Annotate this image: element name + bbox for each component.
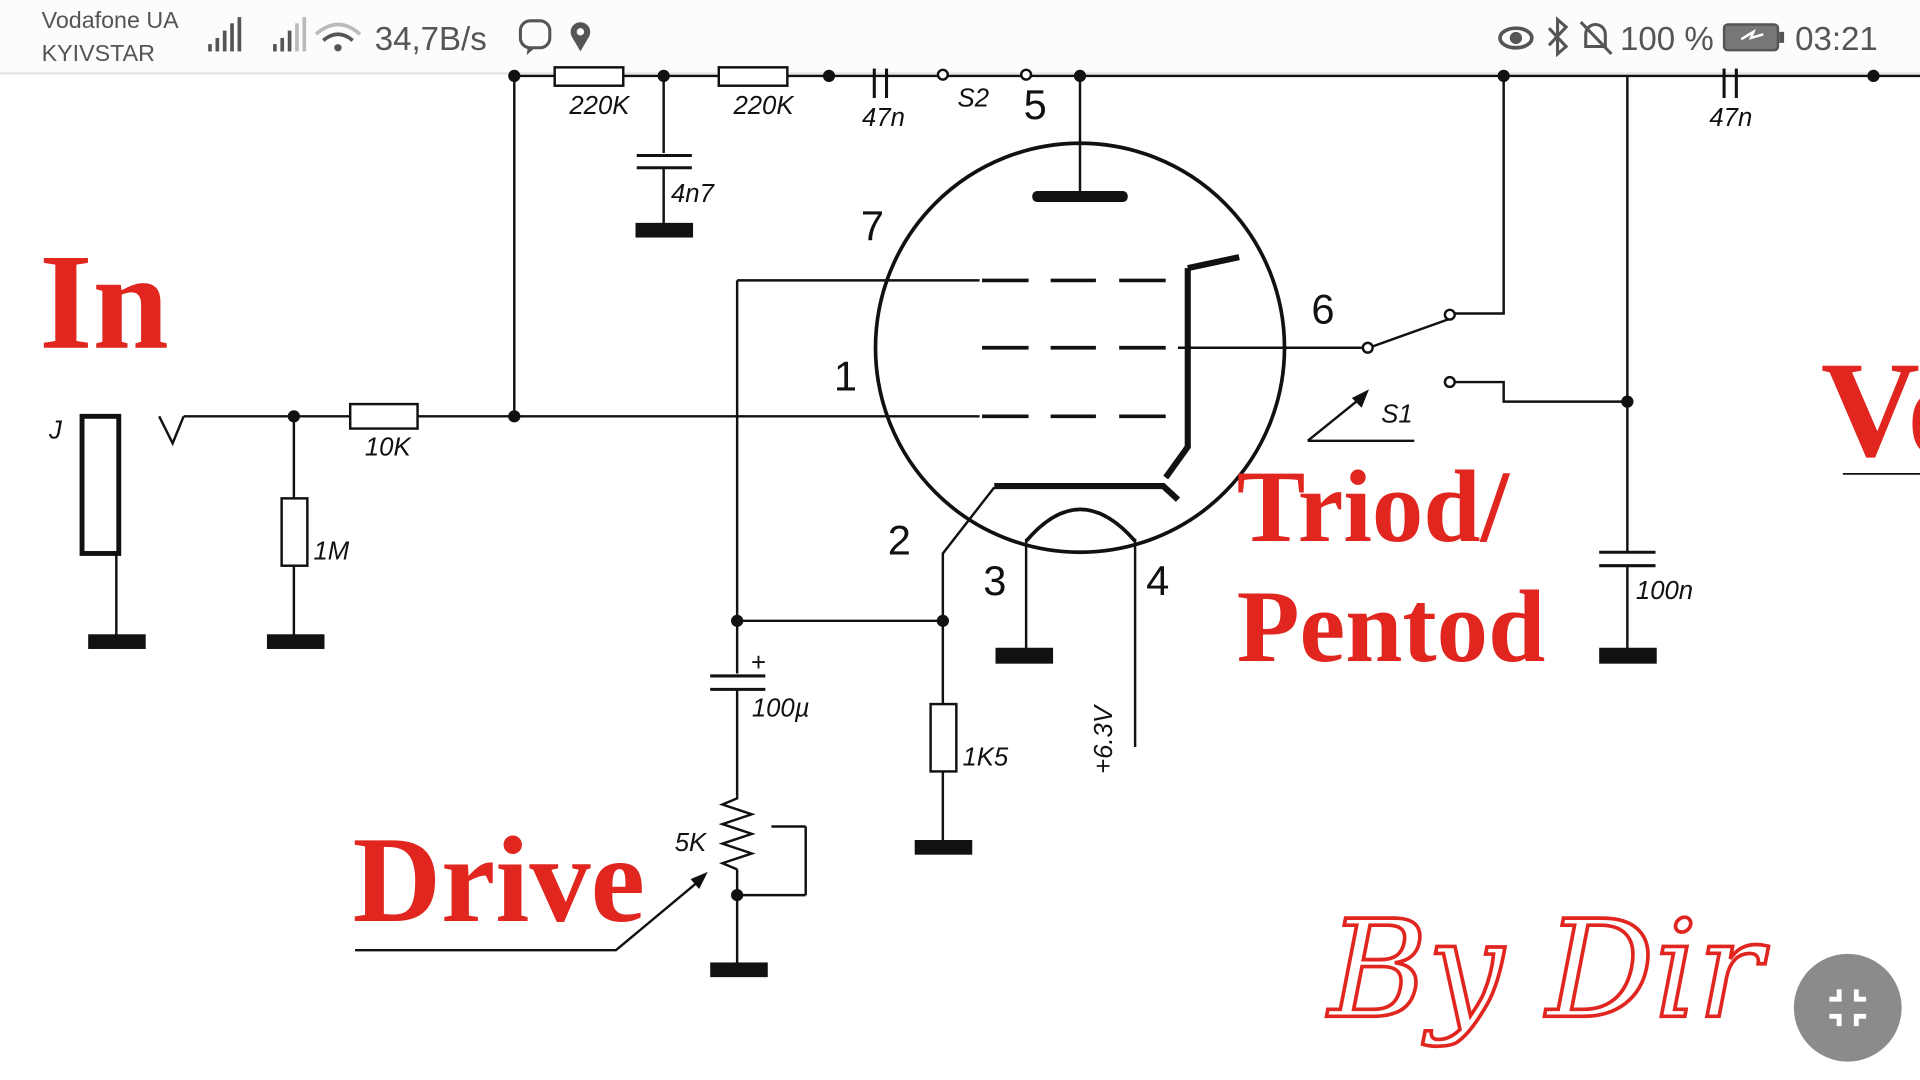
label-220k: 220K bbox=[732, 92, 795, 120]
label-1m: 1M bbox=[313, 538, 349, 566]
label-s1: S1 bbox=[1381, 400, 1412, 428]
title-volume: Vo bbox=[1821, 334, 1920, 486]
arrow-icon bbox=[690, 871, 708, 889]
exit-fullscreen-button[interactable] bbox=[1793, 953, 1902, 1062]
arrow-icon bbox=[1351, 389, 1369, 408]
capacitors bbox=[636, 68, 1738, 691]
pin-1: 1 bbox=[834, 353, 857, 400]
signature: By Dir bbox=[1326, 891, 1770, 1048]
label-47n: 47n bbox=[862, 104, 905, 132]
label-10k: 10K bbox=[365, 434, 413, 462]
net-speed: 34,7B/s bbox=[375, 21, 487, 58]
title-triod: Triod/ bbox=[1237, 450, 1511, 564]
label-4n7: 4n7 bbox=[671, 180, 716, 208]
label-plus: + bbox=[751, 649, 766, 677]
vacuum-tube bbox=[873, 141, 1287, 555]
label-jack: J bbox=[48, 416, 63, 444]
wifi-icon bbox=[314, 22, 362, 52]
ground-symbols bbox=[88, 222, 1657, 978]
pin-2: 2 bbox=[888, 517, 911, 564]
signal-icon bbox=[273, 17, 307, 52]
pin-7: 7 bbox=[861, 202, 884, 249]
label-47n: 47n bbox=[1709, 104, 1752, 132]
carrier-2: KYIVSTAR bbox=[42, 40, 155, 66]
eye-icon bbox=[1498, 26, 1534, 50]
label-s2: S2 bbox=[958, 85, 989, 113]
potentiometer bbox=[718, 795, 756, 871]
jack-symbol bbox=[79, 413, 122, 556]
switch-contacts bbox=[936, 68, 1456, 389]
label-1k5: 1K5 bbox=[962, 743, 1008, 771]
battery-charging-icon bbox=[1722, 23, 1785, 52]
title-in: In bbox=[39, 226, 169, 378]
label-5k: 5K bbox=[675, 829, 708, 857]
status-bar: Vodafone UA KYIVSTAR 34,7B/s 100 % 03:21 bbox=[0, 0, 1920, 75]
pin-3: 3 bbox=[983, 557, 1006, 604]
collapse-icon bbox=[1829, 989, 1867, 1027]
mute-bell-icon bbox=[1579, 20, 1613, 55]
junction-dots bbox=[287, 69, 1880, 902]
title-drive: Drive bbox=[353, 813, 645, 948]
pin-6: 6 bbox=[1311, 285, 1334, 332]
pin-5: 5 bbox=[1024, 81, 1047, 128]
label-220k: 220K bbox=[568, 92, 631, 120]
clock: 03:21 bbox=[1795, 21, 1878, 58]
label-heater: +6.3V bbox=[1090, 703, 1118, 774]
label-100n: 100n bbox=[1636, 577, 1693, 605]
pin-4: 4 bbox=[1146, 557, 1169, 604]
title-pentod: Pentod bbox=[1237, 570, 1546, 684]
carrier-1: Vodafone UA bbox=[42, 7, 180, 33]
signal-icon bbox=[208, 17, 242, 52]
location-icon bbox=[570, 22, 591, 52]
bluetooth-icon bbox=[1547, 16, 1569, 58]
resistors bbox=[280, 66, 958, 773]
battery-percent: 100 % bbox=[1620, 21, 1714, 58]
label-100u: 100µ bbox=[752, 694, 810, 722]
